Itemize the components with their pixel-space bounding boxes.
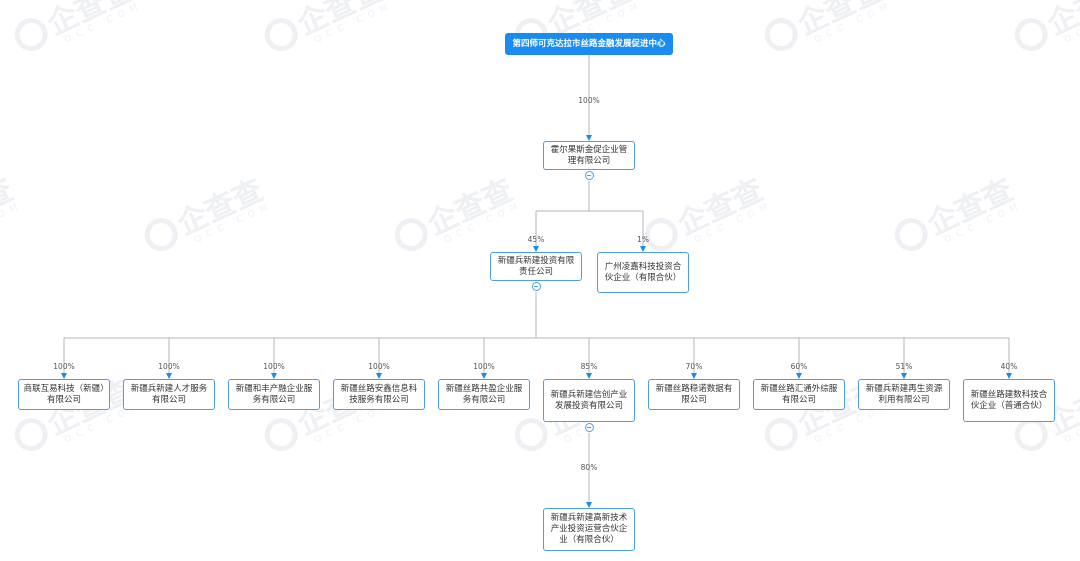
company-name: 新疆丝路共盈企业服务有限公司 (445, 383, 523, 405)
company-node-c6[interactable]: 新疆兵新建信创产业发展投资有限公司 (543, 379, 635, 422)
company-node-c5[interactable]: 新疆丝路共盈企业服务有限公司 (438, 379, 530, 410)
ownership-percent-label: 100% (578, 96, 600, 105)
arrow-head (586, 502, 592, 508)
ownership-percent-label: 100% (263, 362, 285, 371)
ownership-percent-label: 1% (637, 235, 649, 244)
company-node-n2b[interactable]: 广州凌嘉科技投资合伙企业（有限合伙） (597, 252, 689, 293)
company-name: 霍尔果斯金促企业管理有限公司 (550, 144, 628, 166)
company-name: 新疆兵新建人才服务有限公司 (130, 383, 208, 405)
ownership-percent-label: 51% (895, 362, 913, 371)
company-name: 新疆兵新建信创产业发展投资有限公司 (550, 389, 628, 411)
company-name: 新疆兵新建投资有限责任公司 (497, 255, 575, 277)
arrow-head (586, 373, 592, 379)
arrow-head (640, 246, 646, 252)
root-entity-node[interactable]: 第四师可克达拉市丝路金融发展促进中心 (505, 33, 673, 55)
company-node-c3[interactable]: 新疆和丰产融企业服务有限公司 (228, 379, 320, 410)
ownership-percent-label: 100% (473, 362, 495, 371)
company-name: 广州凌嘉科技投资合伙企业（有限合伙） (604, 261, 682, 283)
ownership-percent-label: 85% (580, 362, 598, 371)
arrow-head (376, 373, 382, 379)
arrow-head (61, 373, 67, 379)
arrow-head (901, 373, 907, 379)
company-name: 新疆兵新建再生资源利用有限公司 (865, 383, 943, 405)
ownership-percent-label: 100% (158, 362, 180, 371)
arrow-head (166, 373, 172, 379)
arrow-head (533, 246, 539, 252)
company-node-c2[interactable]: 新疆兵新建人才服务有限公司 (123, 379, 215, 410)
company-name: 新疆丝路安鑫信息科技服务有限公司 (340, 383, 418, 405)
company-node-c1[interactable]: 商联互易科技（新疆）有限公司 (18, 379, 110, 410)
company-name: 新疆兵新建高新技术产业投资运营合伙企业（有限合伙） (550, 513, 628, 545)
ownership-percent-label: 45% (527, 235, 545, 244)
company-name: 新疆丝路建数科技合伙企业（普通合伙） (970, 389, 1048, 411)
ownership-percent-label: 100% (53, 362, 75, 371)
arrow-head (796, 373, 802, 379)
ownership-percent-label: 70% (685, 362, 703, 371)
company-node-c10[interactable]: 新疆丝路建数科技合伙企业（普通合伙） (963, 379, 1055, 422)
ownership-percent-label: 60% (790, 362, 808, 371)
company-node-c4[interactable]: 新疆丝路安鑫信息科技服务有限公司 (333, 379, 425, 410)
arrow-head (481, 373, 487, 379)
company-name: 第四师可克达拉市丝路金融发展促进中心 (512, 38, 666, 49)
arrow-head (586, 135, 592, 141)
ownership-percent-label: 40% (1000, 362, 1018, 371)
company-node-g1[interactable]: 新疆兵新建高新技术产业投资运营合伙企业（有限合伙） (543, 508, 635, 551)
company-node-n1[interactable]: 霍尔果斯金促企业管理有限公司 (543, 141, 635, 170)
company-node-c9[interactable]: 新疆兵新建再生资源利用有限公司 (858, 379, 950, 410)
company-node-n2a[interactable]: 新疆兵新建投资有限责任公司 (490, 252, 582, 281)
arrow-head (1006, 373, 1012, 379)
company-name: 商联互易科技（新疆）有限公司 (23, 383, 105, 405)
arrow-head (691, 373, 697, 379)
collapse-toggle-icon[interactable] (584, 423, 594, 432)
company-name: 新疆和丰产融企业服务有限公司 (235, 383, 313, 405)
company-node-c8[interactable]: 新疆丝路汇通外综服有限公司 (753, 379, 845, 410)
company-name: 新疆丝路汇通外综服有限公司 (760, 383, 838, 405)
arrow-head (271, 373, 277, 379)
collapse-toggle-icon[interactable] (584, 171, 594, 180)
ownership-percent-label: 80% (580, 463, 598, 472)
ownership-percent-label: 100% (368, 362, 390, 371)
company-name: 新疆丝路稳诺数据有限公司 (655, 383, 733, 405)
collapse-toggle-icon[interactable] (531, 282, 541, 291)
company-node-c7[interactable]: 新疆丝路稳诺数据有限公司 (648, 379, 740, 410)
